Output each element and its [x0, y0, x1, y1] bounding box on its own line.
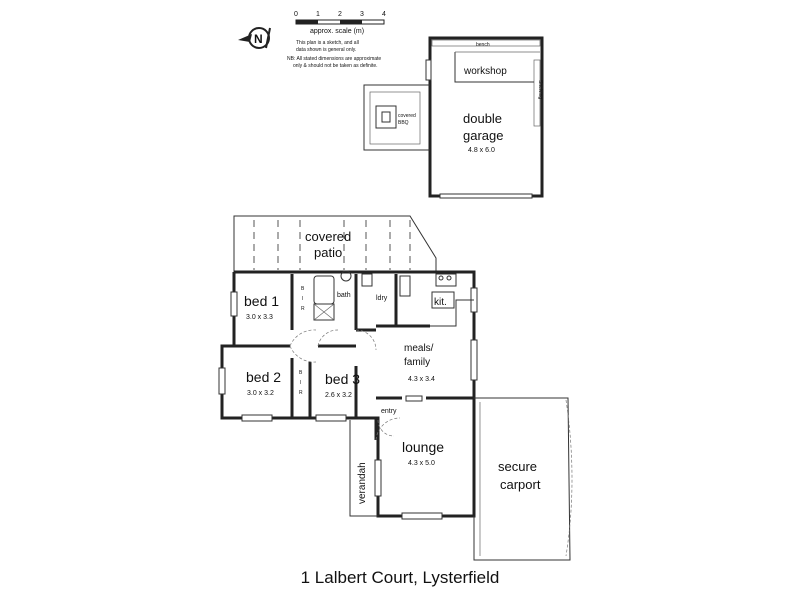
shelving-label: Shelving: [537, 80, 543, 99]
scale-tick-4: 4: [382, 11, 386, 18]
bath-label: bath: [337, 292, 351, 299]
disclaimer-line-1: This plan is a sketch, and all: [296, 40, 359, 46]
covered-bbq-label-2: BBQ: [398, 120, 409, 126]
property-address: 1 Lalbert Court, Lysterfield: [300, 568, 500, 587]
bench-label: bench: [476, 42, 490, 48]
double-garage-label-1: double: [463, 111, 502, 126]
lounge-label: lounge: [402, 439, 444, 455]
disclaimer-line-4: only & should not be taken as definite.: [293, 63, 378, 69]
scale-label: approx. scale (m): [310, 28, 364, 35]
entry-label: entry: [381, 408, 397, 415]
ldry-label: ldry: [376, 295, 388, 302]
scale-tick-2: 2: [338, 11, 342, 18]
meals-family-dims: 4.3 x 3.4: [408, 376, 435, 383]
double-garage-dims: 4.8 x 6.0: [468, 147, 495, 154]
kit-label: kit.: [434, 297, 447, 308]
windows: [218, 287, 478, 520]
disclaimer: This plan is a sketch, and all data show…: [287, 40, 381, 69]
door-swings: [289, 329, 401, 441]
covered-bbq: covered BBQ: [363, 84, 430, 151]
robe-label-4: B: [299, 370, 303, 376]
bed3-dims: 2.6 x 3.2: [325, 392, 352, 399]
double-garage: bench Shelving workshop double garage 4.…: [425, 36, 544, 199]
double-garage-label-2: garage: [463, 128, 503, 143]
covered-patio-label-2: patio: [314, 245, 342, 260]
lounge-dims: 4.3 x 5.0: [408, 460, 435, 467]
scale-tick-3: 3: [360, 11, 364, 18]
disclaimer-line-3: NB: All stated dimensions are approximat…: [287, 56, 381, 62]
robe-label-3: R: [301, 306, 305, 312]
workshop-label: workshop: [463, 66, 507, 77]
bed1-label: bed 1: [244, 293, 279, 309]
verandah-label: verandah: [357, 462, 368, 504]
bed2-label: bed 2: [246, 369, 281, 385]
bed3-label: bed 3: [325, 371, 360, 387]
compass-icon: N: [238, 27, 271, 49]
meals-family-label-2: family: [404, 357, 430, 368]
secure-carport: secure carport: [473, 397, 573, 561]
bed2-dims: 3.0 x 3.2: [247, 390, 274, 397]
scale-tick-1: 1: [316, 11, 320, 18]
meals-family-label-1: meals/: [404, 343, 434, 354]
robe-label-6: R: [299, 390, 303, 396]
robe-label-5: I: [300, 380, 301, 386]
compass-letter: N: [254, 32, 263, 46]
robe-label-1: B: [301, 286, 305, 292]
secure-carport-label-1: secure: [498, 459, 537, 474]
covered-bbq-label-1: covered: [398, 113, 416, 119]
covered-patio: covered patio: [233, 215, 437, 272]
scale-tick-0: 0: [294, 11, 298, 18]
robe-label-2: I: [302, 296, 303, 302]
disclaimer-line-2: data shown is general only.: [296, 47, 356, 53]
covered-patio-label-1: covered: [305, 229, 351, 244]
bed1-dims: 3.0 x 3.3: [246, 314, 273, 321]
bathroom-fixtures: [313, 270, 474, 327]
scale-bar: 0 1 2 3 4 approx. scale (m): [294, 11, 386, 35]
secure-carport-label-2: carport: [500, 477, 541, 492]
robe-labels: B I R B I R: [299, 286, 305, 396]
verandah: verandah: [349, 420, 378, 517]
